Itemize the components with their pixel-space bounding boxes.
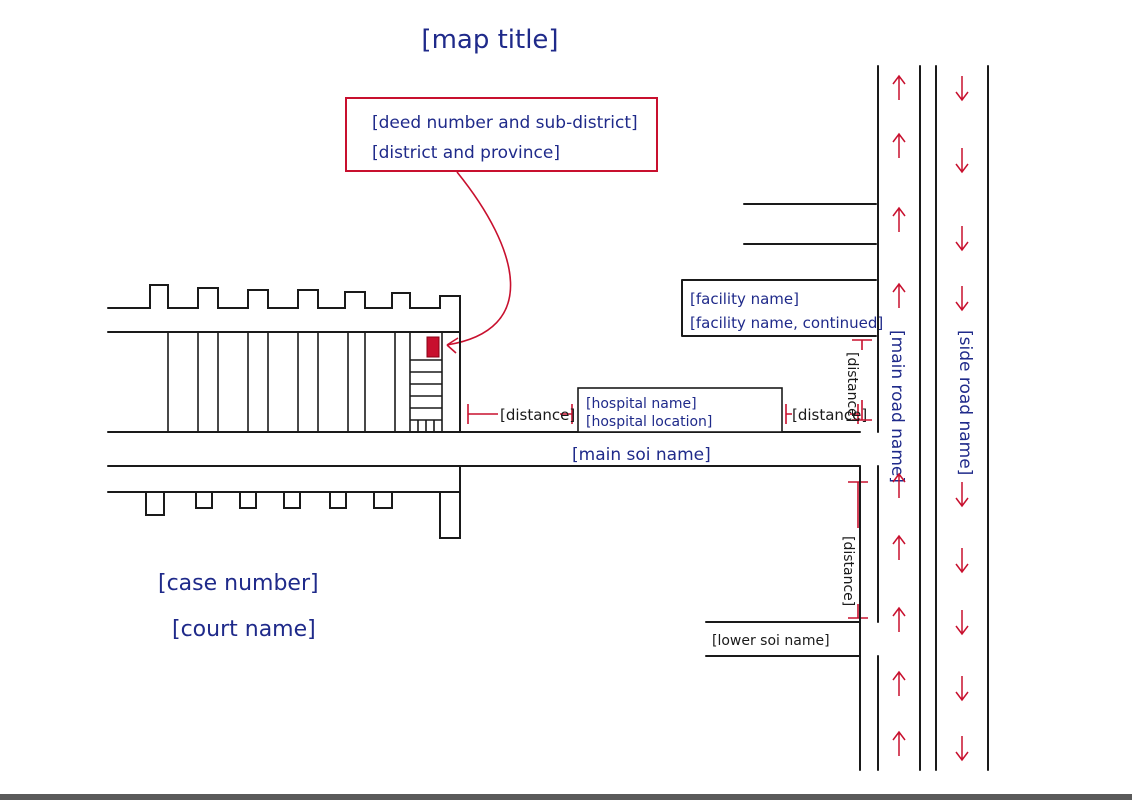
dist-right-bracket — [785, 404, 859, 424]
dist-top-bracket — [852, 339, 872, 421]
case-number-line: [case number] — [158, 571, 319, 596]
court-name-line: [court name] — [172, 617, 316, 642]
main-road-label: [main road name] — [887, 330, 907, 483]
southbound-arrows — [955, 76, 969, 762]
callout-leader-line — [446, 171, 512, 346]
northbound-arrows — [892, 74, 906, 756]
dist-right-label: [distance] — [792, 406, 867, 424]
soi-main-label: [main soi name] — [572, 445, 711, 465]
dist-bottom-bracket — [848, 481, 868, 619]
dist-left-bracket — [467, 404, 573, 424]
hospital-box — [577, 387, 783, 433]
facility-name-continued: [facility name, continued] — [690, 314, 883, 332]
hospital-name: [hospital name] — [586, 396, 697, 412]
side-road-label: [side road name] — [955, 330, 975, 475]
dist-left-label: [distance] — [500, 406, 575, 424]
soi-lower-label: [lower soi name] — [712, 633, 830, 649]
facility-box — [681, 279, 877, 337]
subject-plot-marker — [426, 336, 440, 358]
housing-block-lower — [107, 465, 461, 539]
housing-block-upper — [107, 284, 461, 433]
dist-top-label: [distance] — [844, 352, 860, 422]
dist-bottom-label: [distance] — [840, 536, 856, 606]
hospital-location: [hospital location] — [586, 414, 712, 430]
deed-line-2: [district and province] — [372, 143, 560, 163]
facility-name: [facility name] — [690, 290, 799, 308]
map-title: [map title] — [421, 25, 558, 55]
scan-edge-bar — [0, 794, 1132, 800]
main-road — [859, 65, 989, 771]
deed-line-1: [deed number and sub-district] — [372, 113, 638, 133]
deed-callout-box — [345, 97, 658, 172]
callout-leader-arrowhead — [446, 337, 459, 354]
